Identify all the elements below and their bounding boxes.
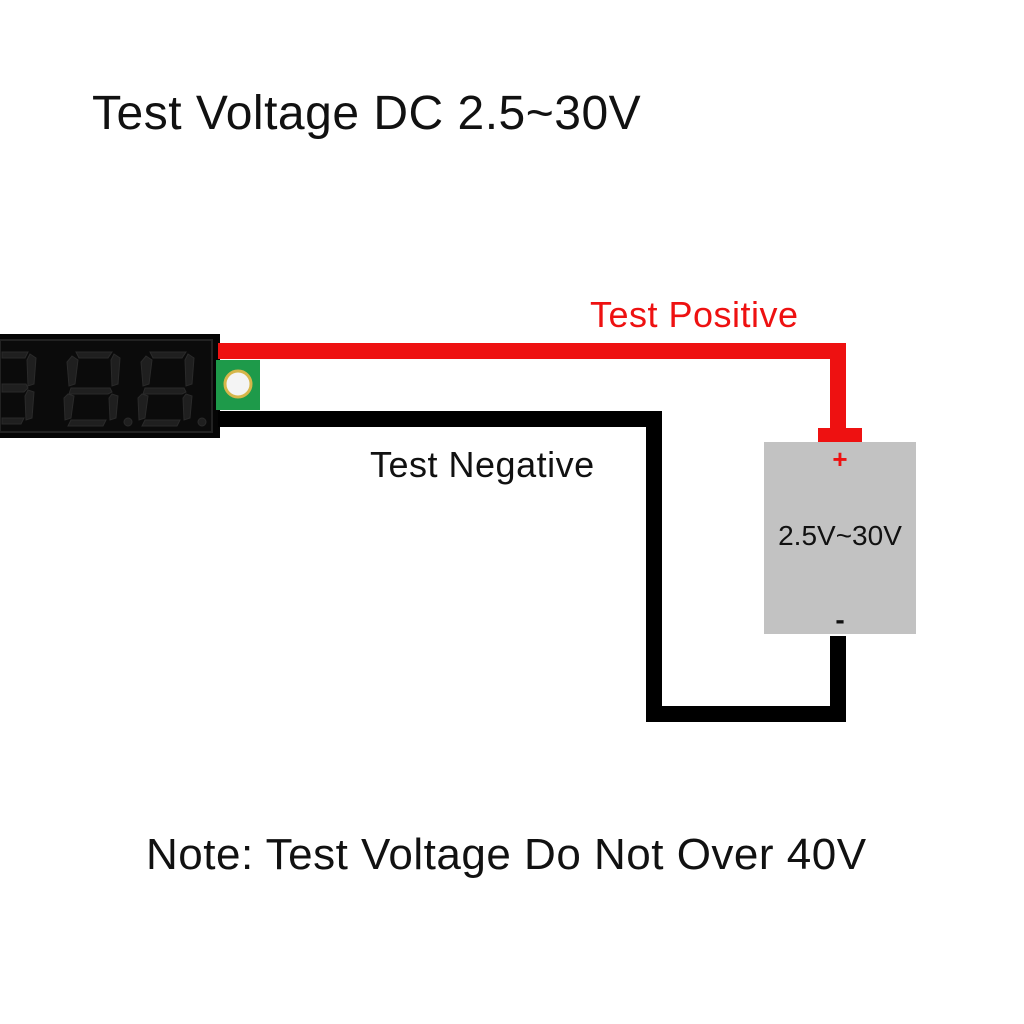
- display-digit: [1, 351, 37, 425]
- positive-wire: [218, 343, 846, 432]
- negative-wire: [218, 411, 846, 722]
- display-digit: [63, 351, 133, 427]
- page-title: Test Voltage DC 2.5~30V: [92, 87, 642, 140]
- display-digit: [137, 351, 207, 427]
- positive-terminal-cap: [818, 428, 862, 442]
- voltmeter-module: [0, 334, 260, 438]
- negative-terminal-symbol: -: [835, 604, 845, 635]
- positive-terminal-symbol: +: [832, 444, 848, 474]
- warning-note: Note: Test Voltage Do Not Over 40V: [146, 830, 867, 879]
- mounting-hole: [223, 369, 253, 399]
- test-negative-label: Test Negative: [370, 444, 595, 485]
- dc-source-block: [764, 442, 916, 634]
- source-voltage-range: 2.5V~30V: [778, 520, 902, 551]
- test-positive-label: Test Positive: [590, 294, 799, 335]
